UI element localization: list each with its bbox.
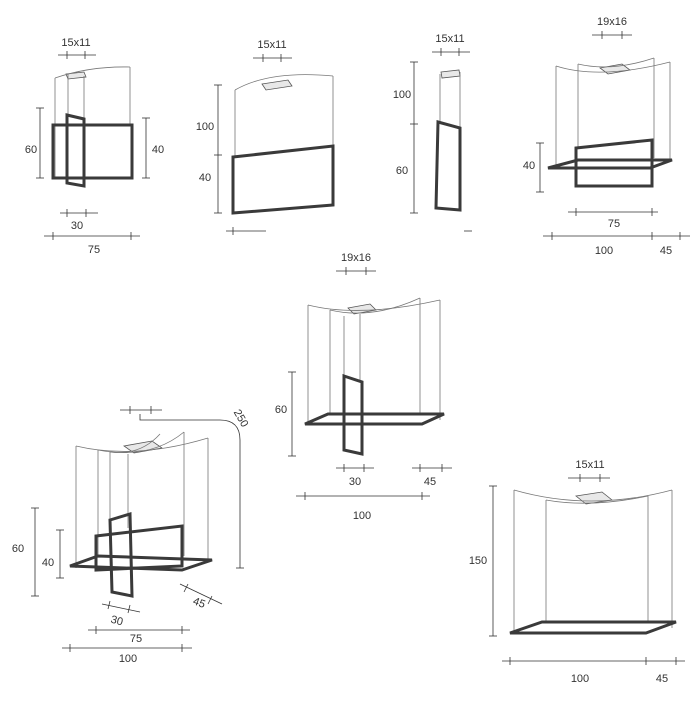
canopy-size-label: 15x11 [435,33,464,45]
width-label: 100 [353,510,371,522]
horizontal-frame [69,554,213,572]
cross-frame [108,511,134,598]
canopy-size-label: 15x11 [257,39,286,51]
frame-height-label: 60 [12,543,24,555]
width-label: 75 [88,244,100,256]
frame-height-40-label: 40 [42,557,54,569]
frame-height-label: 60 [396,165,408,177]
frame-width-label: 75 [608,218,620,230]
horizontal-frame [304,412,445,426]
depth-label: 45 [424,476,436,488]
depth-label: 45 [656,673,668,685]
height-label: 150 [469,555,487,567]
suspension-wire [54,66,131,79]
vertical-frame [342,373,364,456]
depth-label: 45 [191,595,207,610]
horizontal-frame [547,158,673,170]
frame-height-label: 40 [199,172,211,184]
total-width-label: 100 [595,245,613,257]
cable-length-dimension [139,414,241,568]
frame-height-label: 40 [523,160,535,172]
canopy-size-label: 19x16 [341,252,371,264]
suspension-height-label: 100 [393,89,411,101]
suspension-height-label: 100 [196,121,214,133]
cable-length-label: 250 [231,408,251,430]
horizontal-frame [51,123,134,180]
variant-2-drawing: 15x11 100 40 [196,39,335,235]
frame-height-label: 40 [152,144,164,156]
width-label: 100 [571,673,589,685]
vertical-frame [434,120,462,212]
canopy [65,71,87,80]
canopy-size-label: 15x11 [61,37,90,49]
canopy-size-label: 15x11 [575,459,604,471]
depth-label: 30 [71,220,83,232]
suspension-wire [307,299,441,311]
height-label: 60 [25,144,37,156]
canopy-size-label: 19x16 [597,16,627,28]
variant-6-drawing: 250 60 40 30 45 75 100 [12,406,251,665]
vertical-frame-depth-label: 30 [349,476,361,488]
horizontal-frame [231,144,335,215]
suspension-wire [513,489,673,502]
suspension-wire [555,61,671,73]
variant-5-drawing: 19x16 60 30 45 100 [275,252,452,522]
total-width-label: 100 [119,653,137,665]
depth-label: 45 [660,245,672,257]
variant-3-drawing: 15x11 100 60 [393,33,472,232]
variant-4-drawing: 19x16 40 75 100 45 [523,16,690,257]
canopy [440,69,461,79]
variant-1-drawing: 15x11 60 40 30 75 [25,37,164,256]
vertical-frame [65,113,86,188]
suspension-wire [234,74,334,91]
canopy [261,79,293,91]
horizontal-frame [509,620,677,635]
frame-height-label: 60 [275,404,287,416]
vertical-frame [94,524,184,572]
variant-7-drawing: 15x11 150 100 45 [469,459,685,685]
frame-width-label: 75 [130,633,142,645]
vertical-frame [574,138,654,188]
suspension-wire [75,437,209,452]
cross-frame-depth-label: 30 [109,614,124,629]
